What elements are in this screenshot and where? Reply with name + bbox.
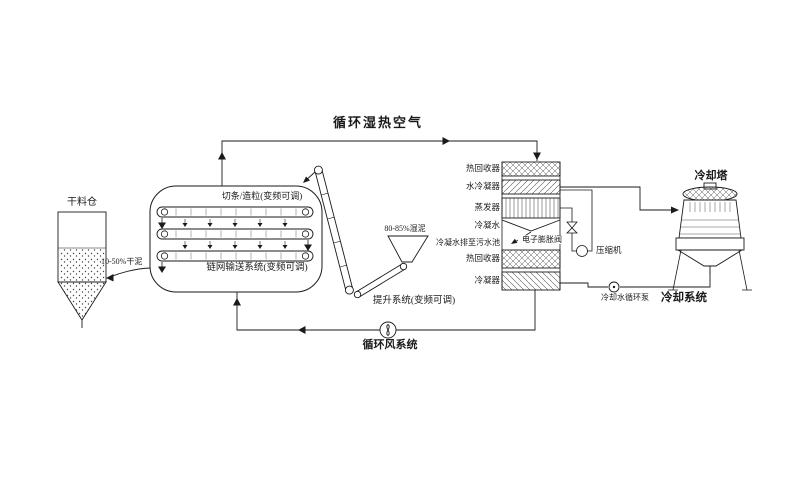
material-transfer-arrows bbox=[158, 218, 312, 273]
condenser-label: 冷凝器 bbox=[474, 275, 500, 285]
heat-recovery-bottom-block bbox=[501, 249, 561, 269]
arrow-right-icon bbox=[671, 206, 679, 214]
arrow-left-icon bbox=[298, 326, 306, 334]
belt-pulley-icon bbox=[301, 252, 310, 260]
refrigerant-line-high bbox=[560, 189, 593, 252]
water-condenser-label: 水冷凝器 bbox=[465, 181, 500, 191]
expansion-valve-icon bbox=[566, 221, 578, 229]
heat-recovery-bottom-label: 热回收器 bbox=[465, 253, 500, 263]
discharge-curve-line bbox=[109, 267, 151, 278]
condensate-drain-label: 冷凝水排至污水池 bbox=[436, 238, 500, 247]
expansion-valve-label: 电子膨胀阀 bbox=[518, 235, 566, 245]
condensate-label: 冷凝水 bbox=[474, 220, 500, 230]
refrigerant-line-low bbox=[560, 207, 577, 252]
cooling-pump-dot bbox=[612, 285, 616, 289]
cooling-return-pipe bbox=[560, 271, 711, 288]
condenser-block bbox=[501, 271, 561, 291]
cooling-system-label: 冷却系统 bbox=[661, 292, 707, 304]
drying-chamber bbox=[149, 185, 323, 293]
cooling-water-pipes bbox=[560, 186, 711, 293]
airflow-arrow-stems bbox=[184, 219, 286, 246]
chamber-airflow-arrows bbox=[182, 219, 288, 249]
belt-pulley-icon bbox=[160, 208, 169, 216]
compressor-icon bbox=[576, 245, 588, 257]
belt-mesh-ticks bbox=[175, 208, 297, 216]
belt-conveyor-3 bbox=[156, 250, 314, 262]
tower-rings bbox=[679, 219, 741, 235]
incline-pulley-icon bbox=[353, 290, 362, 299]
arrow-downleft-icon bbox=[303, 176, 310, 183]
compressor-label: 压缩机 bbox=[596, 245, 622, 255]
humid-air-duct-arrows bbox=[218, 137, 541, 160]
belt-mesh-ticks bbox=[175, 230, 297, 238]
belt-pulley-icon bbox=[301, 230, 310, 238]
dry-silo bbox=[57, 211, 107, 328]
arrow-right-icon bbox=[442, 137, 450, 145]
elevator-head-pulley-icon bbox=[313, 165, 323, 175]
elevator-system-label: 提升系统(变频可调) bbox=[372, 296, 456, 306]
arrow-up-icon bbox=[218, 152, 226, 160]
belt-pulley-icon bbox=[160, 252, 169, 260]
dry-discharge bbox=[106, 267, 151, 282]
belt-pulley-icon bbox=[301, 208, 310, 216]
condensate-tray bbox=[501, 219, 561, 232]
elevator-boot-pulley-icon bbox=[344, 285, 354, 295]
cooling-pump-label: 冷却水循环泵 bbox=[601, 293, 649, 302]
wet-sludge-hopper bbox=[353, 235, 429, 299]
tower-cone bbox=[676, 249, 744, 267]
return-air-duct bbox=[236, 290, 536, 339]
silo-funnel bbox=[57, 281, 107, 321]
evaporator-block bbox=[501, 197, 561, 219]
tower-legs bbox=[668, 249, 752, 291]
water-condenser-block bbox=[501, 179, 561, 195]
tower-basin bbox=[675, 237, 745, 251]
refrigerant-circuit bbox=[560, 189, 593, 257]
tower-louvers bbox=[689, 202, 731, 212]
arrow-up-icon bbox=[233, 298, 241, 306]
arrow-left-icon bbox=[106, 274, 114, 282]
humid-air-duct-line bbox=[221, 140, 538, 186]
feed-incline-rails bbox=[355, 263, 406, 298]
belt-mesh-ticks bbox=[175, 252, 297, 260]
heat-pump-stack bbox=[501, 161, 561, 291]
dry-silo-label: 干料仓 bbox=[67, 197, 97, 208]
belt-conveyor-1 bbox=[156, 206, 314, 218]
arrow-down-icon bbox=[533, 152, 541, 160]
evaporator-label: 蒸发器 bbox=[474, 202, 500, 212]
circulating-fan-label: 循环风系统 bbox=[362, 339, 418, 351]
circulating-humid-air-title: 循环湿热空气 bbox=[332, 115, 423, 130]
chain-mesh-conveyor-label: 链网输送系统(变频可调) bbox=[206, 263, 308, 273]
incline-pulley-icon bbox=[399, 262, 408, 271]
heat-recovery-top-block bbox=[501, 161, 561, 177]
elevator-conveyor bbox=[303, 165, 354, 295]
cooling-tower-label: 冷却塔 bbox=[694, 170, 728, 182]
chamber-outline bbox=[149, 185, 323, 293]
elevator-rails bbox=[314, 169, 354, 292]
belt-pulley-icon bbox=[160, 230, 169, 238]
cooling-tower bbox=[668, 182, 752, 291]
return-air-arrows bbox=[233, 298, 306, 334]
arrow-drain-icon bbox=[511, 238, 518, 244]
wet-sludge-note: 80-85%湿泥 bbox=[384, 224, 426, 233]
tower-fan-grille-icon bbox=[682, 186, 738, 202]
heat-recovery-top-label: 热回收器 bbox=[465, 163, 500, 173]
cooling-supply-pipe bbox=[560, 186, 671, 211]
elevator-cleats bbox=[321, 192, 347, 268]
humid-air-duct bbox=[221, 140, 538, 186]
expansion-valve-icon bbox=[566, 227, 578, 234]
airflow-arrowheads bbox=[182, 223, 288, 249]
belt-conveyor-2 bbox=[156, 228, 314, 240]
silo-material-fill bbox=[59, 248, 105, 282]
dry-output-note: 10-50%干泥 bbox=[101, 257, 143, 266]
hopper-outline bbox=[387, 235, 429, 263]
cutting-granulation-label: 切条/造粒(变频可调) bbox=[221, 191, 303, 201]
fan-blades-icon bbox=[386, 324, 390, 336]
